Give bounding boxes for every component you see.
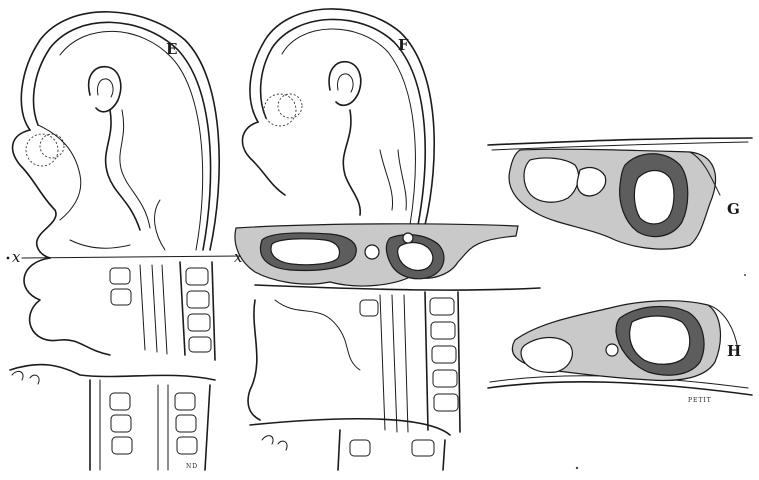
figure-label-g: G xyxy=(727,200,740,218)
figure-e-drawing xyxy=(7,12,240,470)
figure-label-h: H xyxy=(727,342,741,360)
figure-label-f: F xyxy=(398,36,409,54)
vertebra-column-e xyxy=(110,268,211,352)
artist-monogram: ND xyxy=(186,463,198,470)
engraver-signature: PETIT xyxy=(688,397,712,404)
axis-label-x-left: x xyxy=(12,248,21,266)
figure-h-section xyxy=(488,301,752,395)
section-line-xx xyxy=(22,256,240,258)
vertebra-column-lower-e xyxy=(110,393,197,454)
vertebra-column-f xyxy=(360,298,458,411)
figure-label-e: E xyxy=(166,40,177,58)
figure-g-section xyxy=(488,138,752,249)
section-band-overlay xyxy=(235,224,518,286)
